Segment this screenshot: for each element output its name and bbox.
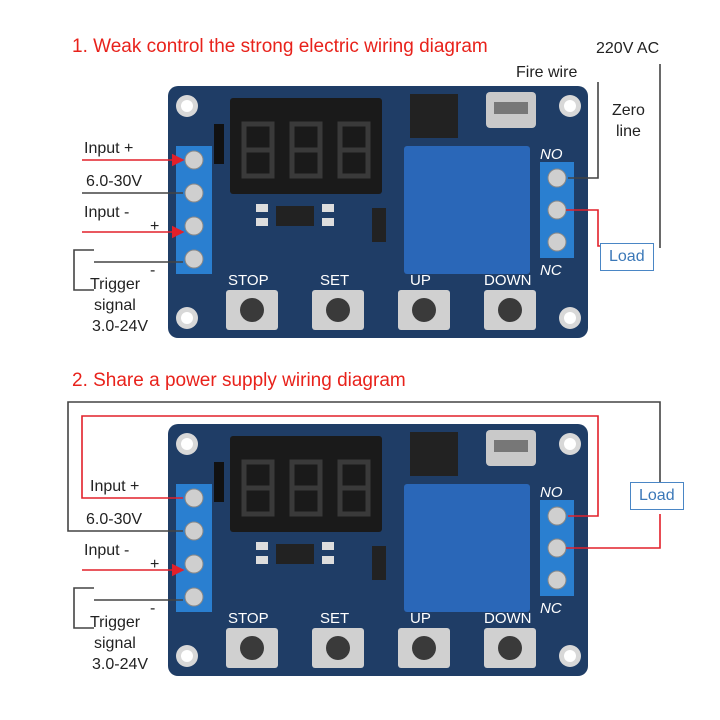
- diagram2-title: 2. Share a power supply wiring diagram: [72, 370, 406, 391]
- board2-led-display: [230, 436, 382, 532]
- board2-minus-label: -: [150, 600, 156, 617]
- board1-set-label: SET: [320, 272, 350, 289]
- board1-nc-label: NC: [540, 262, 562, 279]
- board1-input-minus-label: Input -: [84, 204, 130, 221]
- diagram1-title: 1. Weak control the strong electric wiri…: [72, 36, 488, 57]
- board2-wires: [67, 401, 661, 629]
- board2-input-minus-label: Input -: [84, 542, 130, 559]
- board1-trigger-voltage-label: 3.0-24V: [92, 318, 149, 335]
- board2-regulator: [410, 432, 458, 476]
- board1-up-label: UP: [410, 272, 431, 289]
- board1-minus-label: -: [150, 262, 156, 279]
- board1-voltage-label: 6.0-30V: [86, 173, 143, 190]
- board1-mount-holes: [176, 95, 581, 329]
- board1: [168, 86, 588, 338]
- zero-line-label: Zero line: [612, 102, 645, 140]
- board2-up-label: UP: [410, 610, 431, 627]
- board2-set-label: SET: [320, 610, 350, 627]
- board2-nc-label: NC: [540, 600, 562, 617]
- ac-voltage-label: 220V AC: [596, 40, 660, 57]
- board2-trigger-voltage-label: 3.0-24V: [92, 656, 149, 673]
- board2: [168, 424, 588, 676]
- board2-display-digits: [241, 459, 371, 517]
- board1-display-digits: [241, 121, 371, 179]
- board2-plus-label: +: [150, 556, 160, 573]
- board1-down-label: DOWN: [484, 272, 532, 289]
- board2-input-plus-label: Input +: [90, 478, 140, 495]
- board2-screws-left: [184, 488, 204, 607]
- board2-relay: [404, 484, 530, 612]
- board1-stop-label: STOP: [228, 272, 269, 289]
- board1-screws-right: [547, 168, 567, 252]
- board2-stop-label: STOP: [228, 610, 269, 627]
- board2-voltage-label: 6.0-30V: [86, 511, 143, 528]
- board1-load-box: Load: [600, 243, 654, 271]
- board1-screws-left: [184, 150, 204, 269]
- board2-mount-holes: [176, 433, 581, 667]
- board1-regulator: [410, 94, 458, 138]
- board1-trigger-label: Trigger: [90, 276, 141, 293]
- board1-no-label: NO: [540, 146, 563, 163]
- board1-input-plus-label: Input +: [84, 140, 134, 157]
- board2-trigger-label: Trigger: [90, 614, 141, 631]
- board1-plus-label: +: [150, 218, 160, 235]
- board2-buttons: [226, 628, 536, 668]
- board1-wires: [73, 64, 661, 291]
- fire-wire-label: Fire wire: [516, 64, 578, 81]
- board1-signal-label: signal: [94, 297, 136, 314]
- board2-load-box: Load: [630, 482, 684, 510]
- board1-relay: [404, 146, 530, 274]
- board2-signal-label: signal: [94, 635, 136, 652]
- board2-no-label: NO: [540, 484, 563, 501]
- board1-led-display: [230, 98, 382, 194]
- board2-screws-right: [547, 506, 567, 590]
- board2-down-label: DOWN: [484, 610, 532, 627]
- board1-buttons: [226, 290, 536, 330]
